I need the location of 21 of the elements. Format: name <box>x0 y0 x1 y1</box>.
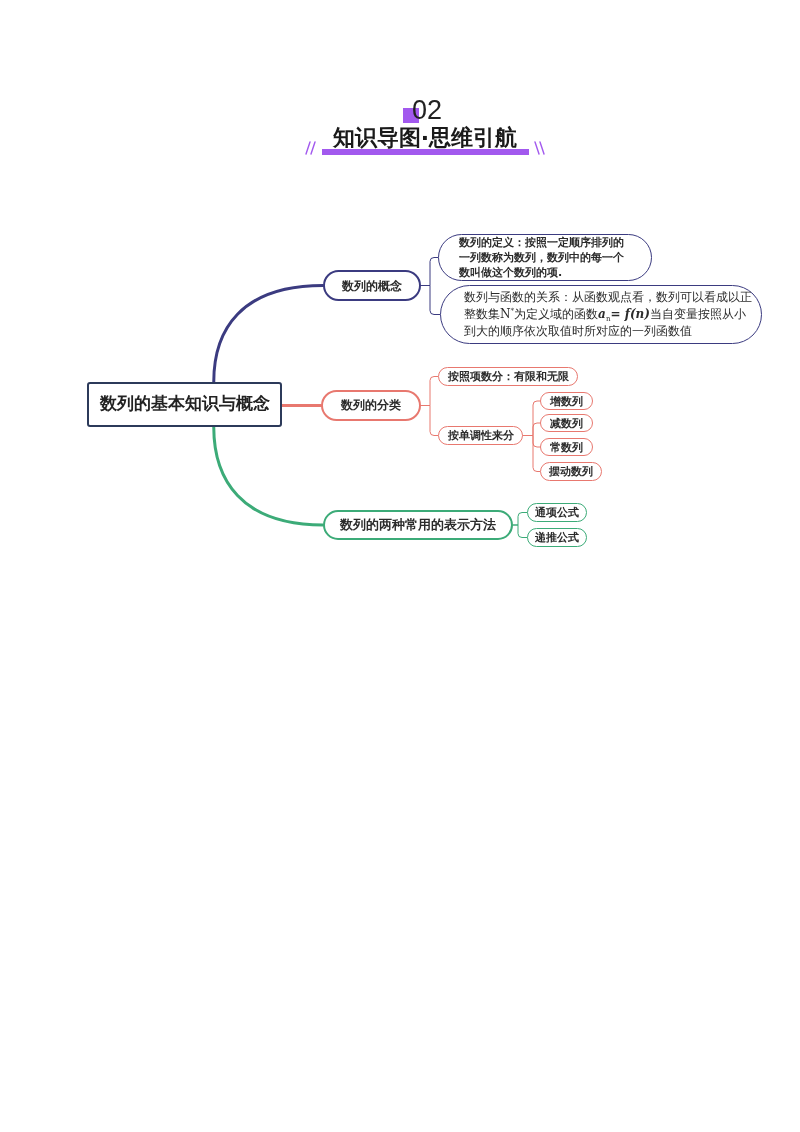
subtopic-pill: 数列与函数的关系：从函数观点看，数列可以看成以正整数集N$^{*}$为定义域的函数a$_{n}$= f(n)当自变量按照从小到大的顺序依次取值时所对应的一列函数值 <box>440 285 762 344</box>
connector-line <box>512 524 528 538</box>
branch-curve <box>212 425 325 527</box>
section-title: 知识导图·思维引航 <box>332 127 518 149</box>
subtopic-pill: 常数列 <box>540 438 593 456</box>
subtopic-pill: 递推公式 <box>527 528 587 547</box>
subtopic-pill: 数列的定义：按照一定顺序排列的一列数称为数列，数列中的每一个数叫做这个数列的项. <box>438 234 652 281</box>
connector-line <box>522 435 541 472</box>
branch-curve <box>212 284 325 384</box>
subtopic-pill: 按单调性来分 <box>438 426 523 445</box>
subtopic-pill: 增数列 <box>540 392 593 410</box>
subtopic-pill: 通项公式 <box>527 503 587 522</box>
branch-topic-pill: 数列的两种常用的表示方法 <box>323 510 513 540</box>
branch-curve <box>280 404 323 407</box>
branch-topic-pill: 数列的分类 <box>321 390 421 421</box>
section-number: 02 <box>412 97 443 124</box>
subtopic-pill: 摆动数列 <box>540 462 602 481</box>
branch-topic-pill: 数列的概念 <box>323 270 421 301</box>
central-topic-box: 数列的基本知识与概念 <box>87 382 282 427</box>
subtopic-pill: 按照项数分：有限和无限 <box>438 367 578 386</box>
subtopic-pill: 减数列 <box>540 414 593 432</box>
